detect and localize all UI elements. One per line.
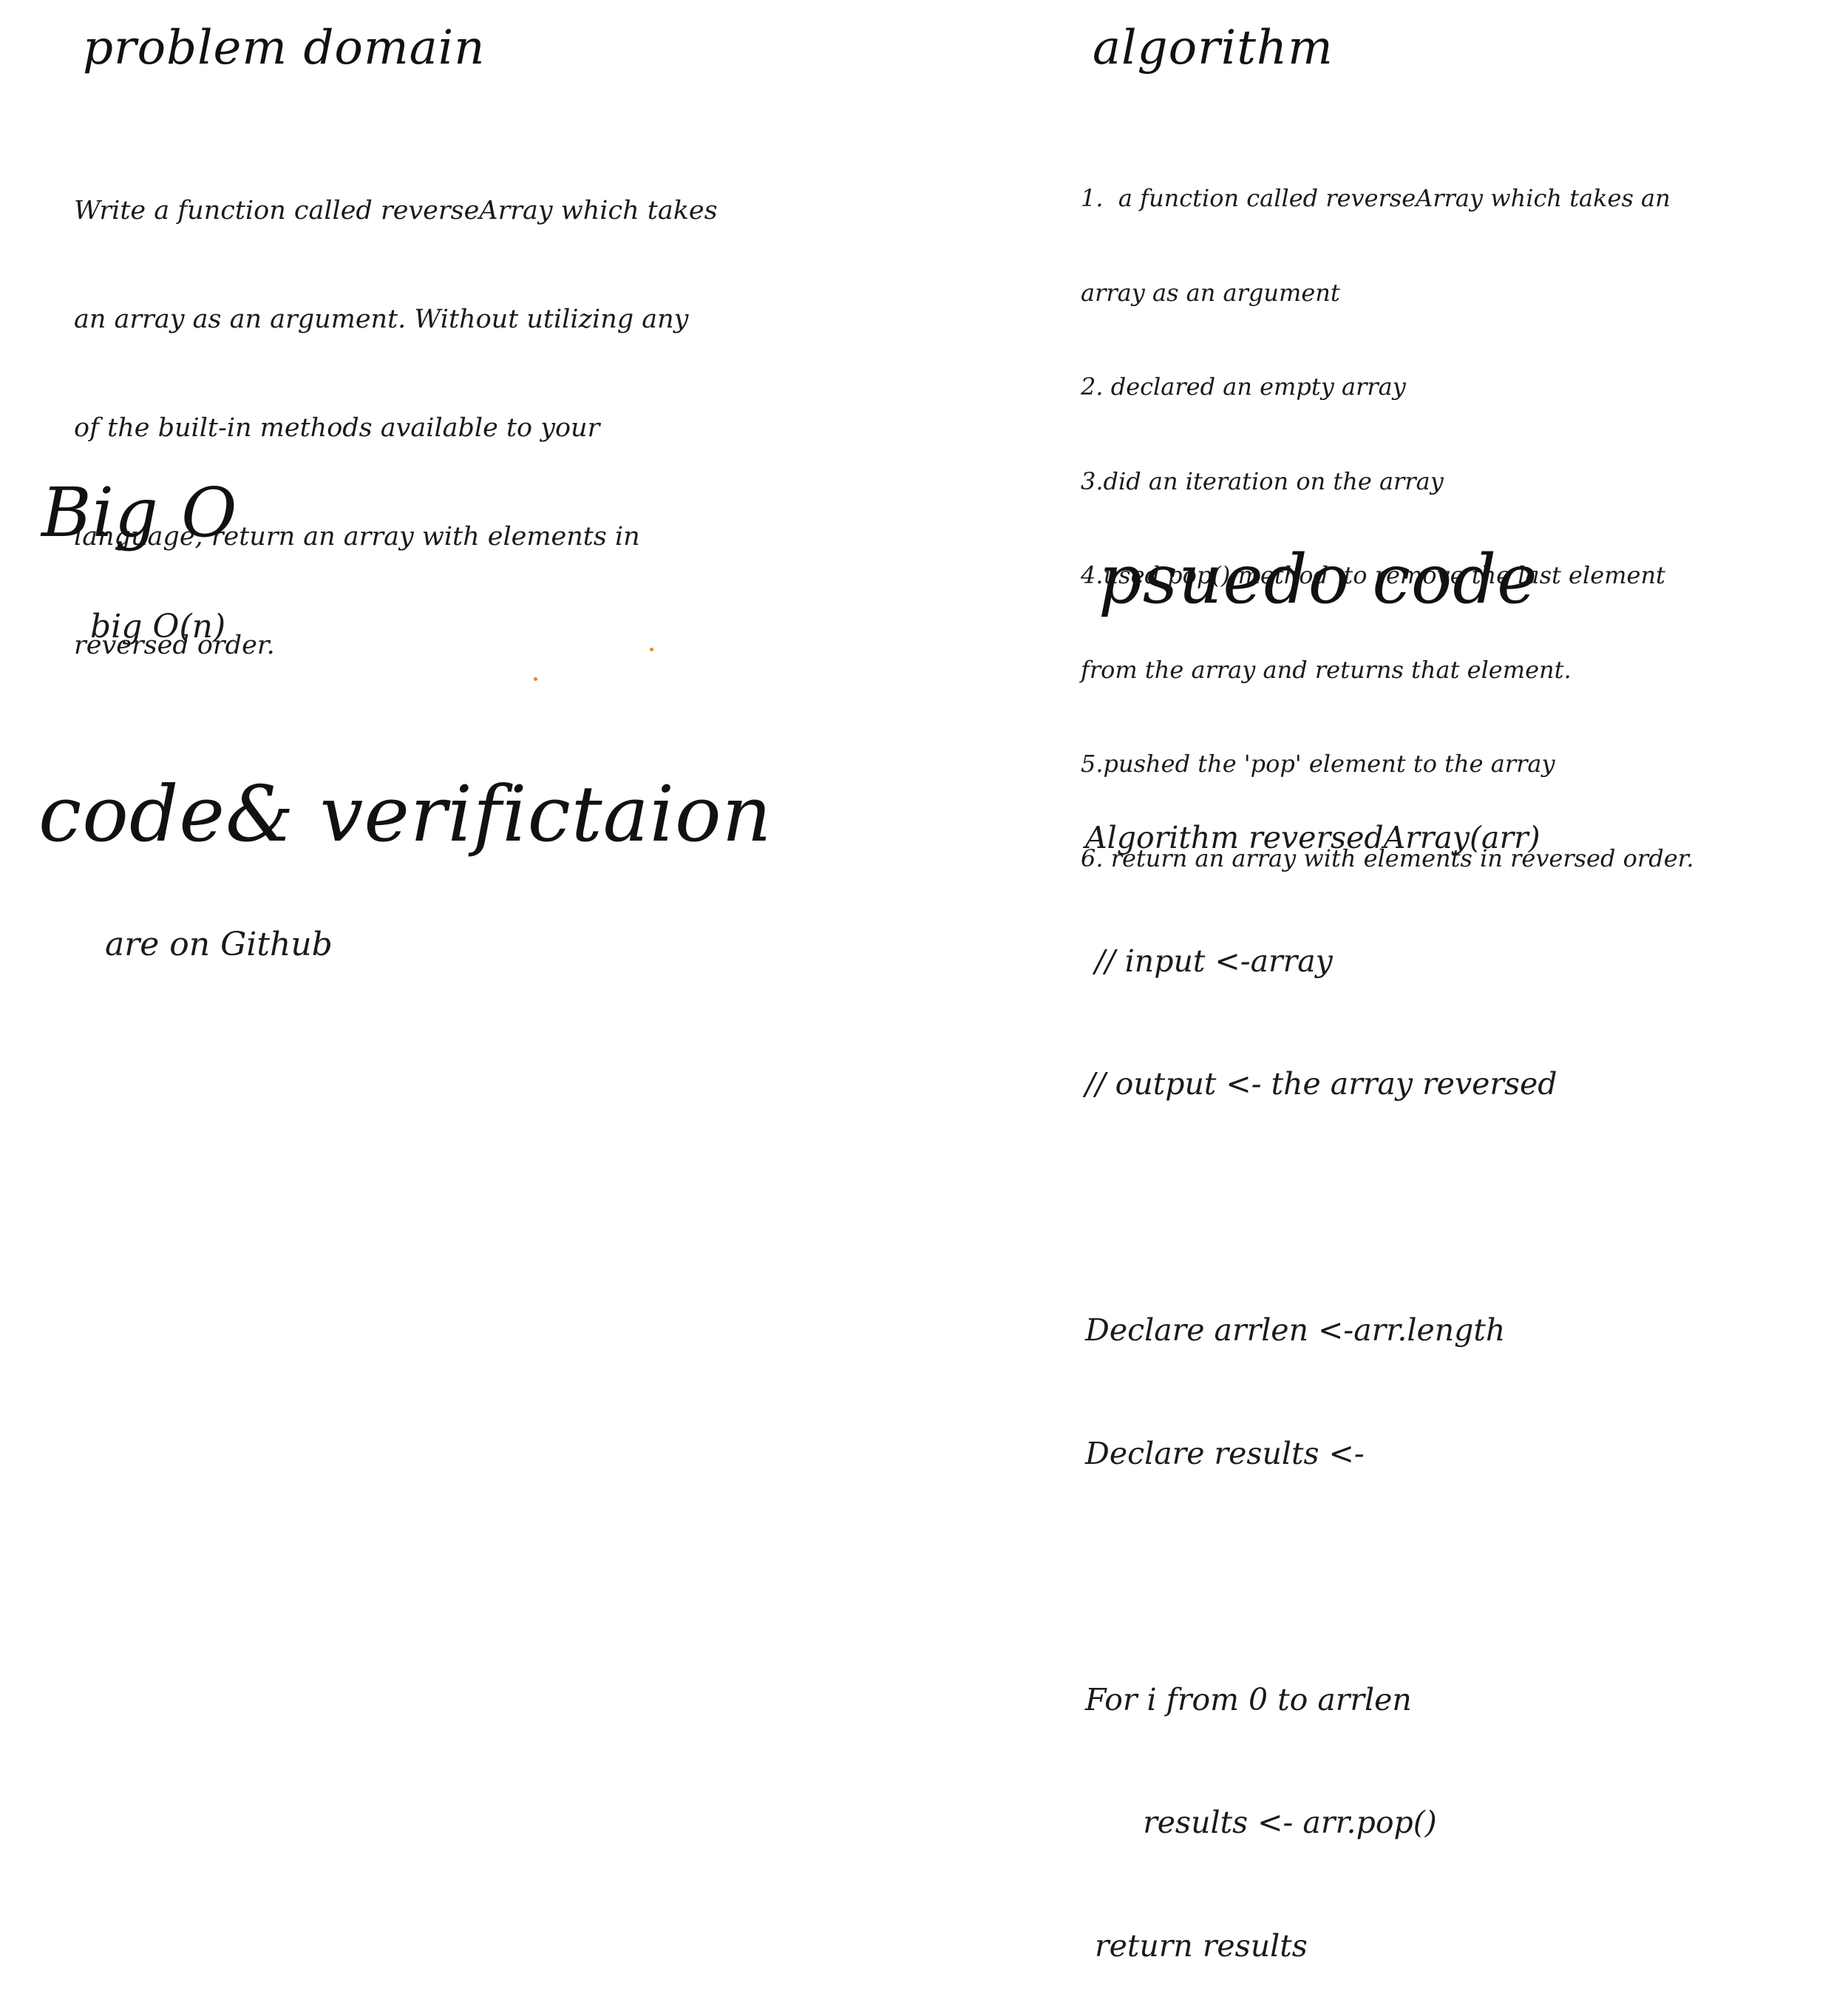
problem-line: an array as an argument. Without utilizi… <box>74 305 689 334</box>
algorithm-line: 4.used pop() method to remove the last e… <box>1081 561 1665 589</box>
pseudo-code-line: Declare results <- <box>1085 1435 1365 1471</box>
code-verification-heading: code& verifictaion <box>38 769 772 859</box>
stray-dot <box>650 648 653 651</box>
pseudo-code-line: Declare arrlen <-arr.length <box>1085 1312 1506 1348</box>
algorithm-line: 2. declared an empty array <box>1081 373 1406 401</box>
pseudo-code-block: Algorithm reversedArray(arr) // input <-… <box>1085 736 1557 2008</box>
stray-dot <box>534 677 537 681</box>
big-o-heading: Big O <box>41 473 238 552</box>
pseudo-code-line: return results <box>1085 1927 1308 1964</box>
pseudo-code-line: For i from 0 to arrlen <box>1085 1681 1412 1717</box>
problem-line: language, return an array with elements … <box>74 522 640 552</box>
algorithm-steps: 1. a function called reverseArray which … <box>1081 120 1694 906</box>
algorithm-line: 6. return an array with elements in reve… <box>1081 844 1694 872</box>
problem-line: Write a function called reverseArray whi… <box>74 196 718 225</box>
pseudo-code-heading: psuedo code <box>1098 540 1538 619</box>
problem-line: reversed order. <box>74 631 275 660</box>
pseudo-code-line <box>1085 1556 1557 1598</box>
problem-domain-text: Write a function called reverseArray whi… <box>74 121 718 700</box>
pseudo-code-line <box>1085 1187 1557 1229</box>
algorithm-line: 3.did an iteration on the array <box>1081 467 1444 495</box>
pseudo-code-line: // input <-array <box>1085 943 1333 979</box>
big-o-value: big O(n) <box>90 608 226 645</box>
algorithm-line: from the array and returns that element. <box>1081 655 1572 684</box>
algorithm-line: array as an argument <box>1081 278 1340 307</box>
algorithm-line: 1. a function called reverseArray which … <box>1081 184 1671 212</box>
code-verification-note: are on Github <box>105 926 333 963</box>
algorithm-heading: algorithm <box>1093 21 1334 75</box>
pseudo-code-line: // output <- the array reversed <box>1085 1066 1557 1102</box>
problem-domain-heading: problem domain <box>83 21 486 75</box>
algorithm-line: 5.pushed the 'pop' element to the array <box>1081 750 1555 778</box>
problem-line: of the built-in methods available to you… <box>74 413 600 443</box>
pseudo-code-line: results <- arr.pop() <box>1085 1805 1437 1840</box>
pseudo-code-line: Algorithm reversedArray(arr) <box>1085 820 1540 855</box>
